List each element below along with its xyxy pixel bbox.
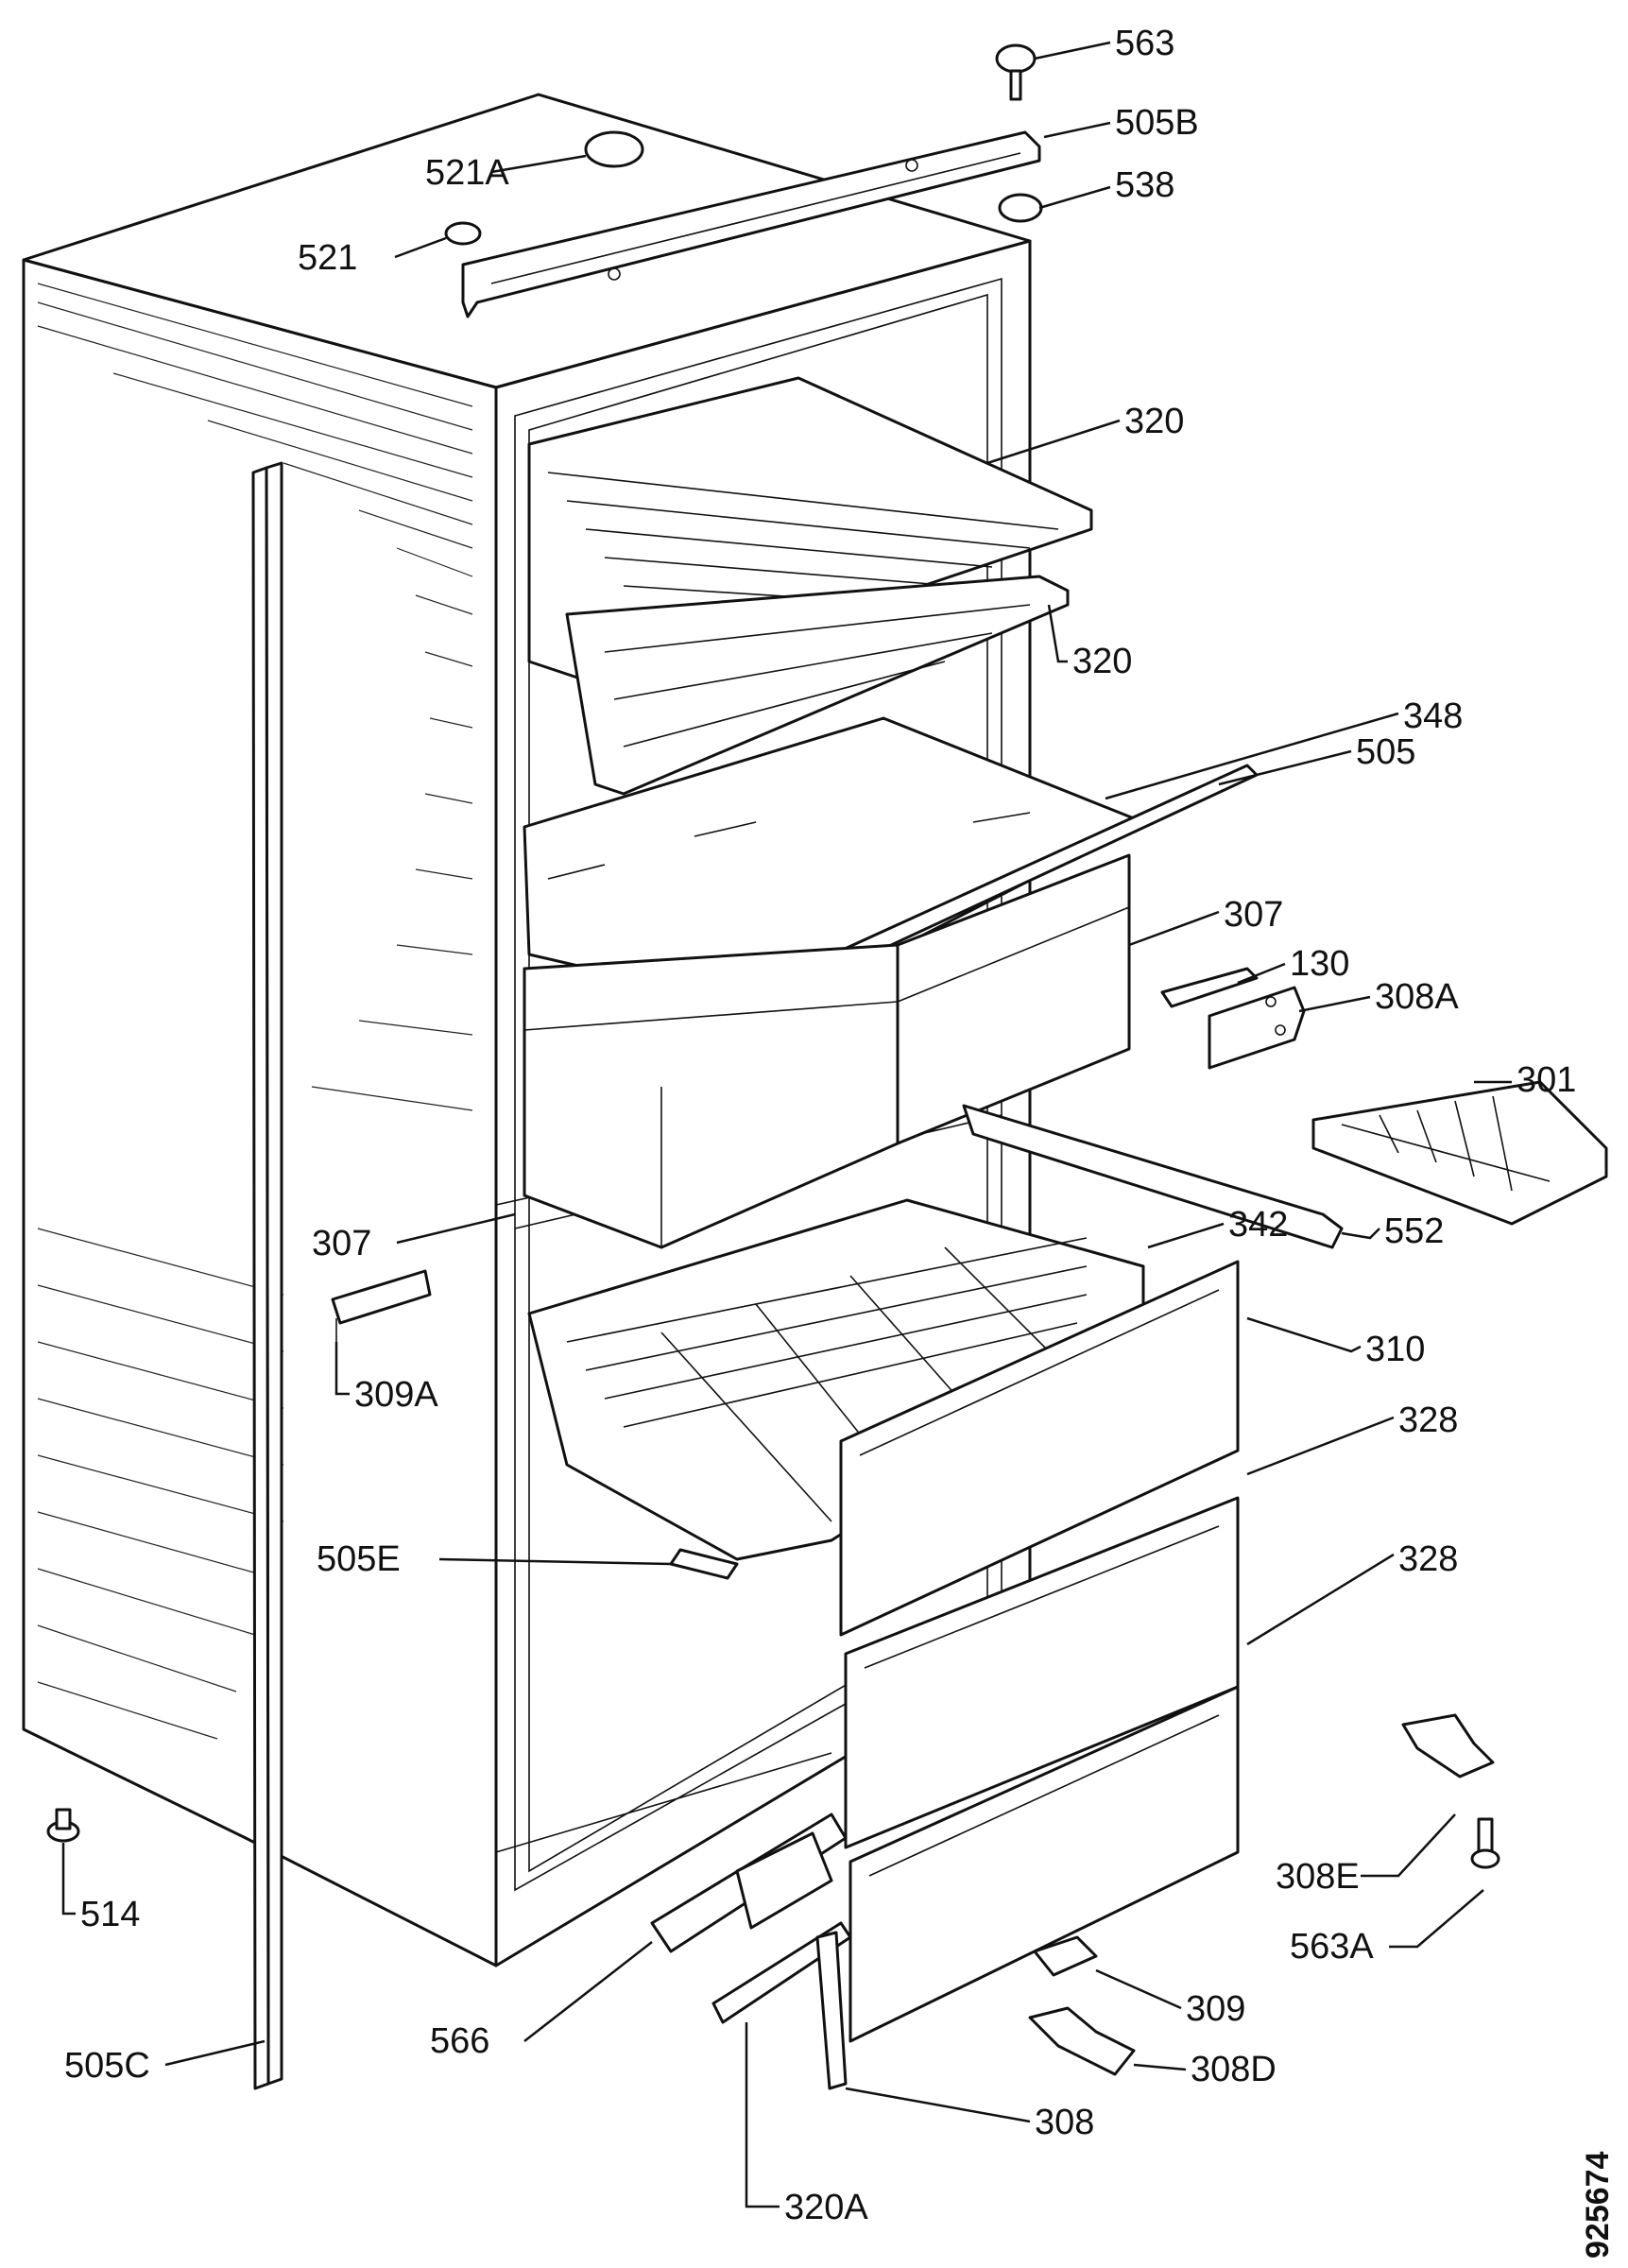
side-shading bbox=[37, 283, 473, 1740]
label-563: 563 bbox=[1115, 24, 1174, 63]
label-307-left: 307 bbox=[312, 1224, 371, 1263]
label-505: 505 bbox=[1356, 732, 1415, 772]
label-521A: 521A bbox=[425, 153, 509, 193]
bracket-308E bbox=[1401, 1713, 1495, 1778]
pivot-538 bbox=[998, 193, 1043, 223]
label-308: 308 bbox=[1035, 2103, 1094, 2142]
label-342: 342 bbox=[1228, 1205, 1288, 1245]
bracket-308A bbox=[1208, 986, 1306, 1070]
label-310: 310 bbox=[1365, 1330, 1425, 1369]
label-505B: 505B bbox=[1115, 103, 1199, 143]
drawer-307-right bbox=[896, 853, 1131, 1145]
cap-521 bbox=[444, 221, 482, 246]
label-308E: 308E bbox=[1276, 1857, 1360, 1897]
label-563A: 563A bbox=[1290, 1927, 1374, 1967]
label-514: 514 bbox=[80, 1895, 140, 1934]
screw-563A bbox=[1470, 1817, 1500, 1869]
label-505C: 505C bbox=[64, 2046, 150, 2086]
label-308A: 308A bbox=[1375, 977, 1459, 1017]
flap-310 bbox=[839, 1260, 1240, 1637]
part-130 bbox=[1160, 967, 1259, 1008]
glass-shelf-348 bbox=[523, 716, 1145, 1013]
label-301: 301 bbox=[1517, 1060, 1576, 1100]
top-hinge-bracket bbox=[461, 130, 1041, 318]
flap-328-lower bbox=[848, 1685, 1240, 2043]
screw-563 bbox=[995, 43, 1037, 101]
label-328-upper: 328 bbox=[1398, 1400, 1458, 1440]
block-309 bbox=[1033, 1935, 1098, 1977]
door-seal-strip bbox=[251, 461, 283, 2090]
label-308D: 308D bbox=[1191, 2050, 1277, 2089]
bracket-308D bbox=[1028, 2006, 1136, 2076]
foot-514 bbox=[46, 1808, 80, 1843]
part-labels: 563 505B 521A 538 521 320 320 348 505 30… bbox=[64, 24, 1576, 2227]
wire-basket-342 bbox=[527, 1104, 1344, 1561]
ice-tray-301 bbox=[1311, 1080, 1608, 1226]
handle-566 bbox=[650, 1813, 848, 1953]
hinge-308 bbox=[815, 1931, 848, 2090]
label-130: 130 bbox=[1290, 944, 1349, 984]
reference-code: 925674 bbox=[1580, 2151, 1616, 2259]
leader-lines bbox=[61, 41, 1512, 2208]
label-566: 566 bbox=[430, 2021, 489, 2061]
stop-309A bbox=[331, 1269, 432, 1342]
label-307-right: 307 bbox=[1224, 895, 1283, 935]
label-320-second: 320 bbox=[1072, 642, 1132, 681]
label-328-lower: 328 bbox=[1398, 1539, 1458, 1579]
cap-521A bbox=[584, 130, 644, 168]
strip-320A bbox=[711, 1921, 852, 2024]
shelf-320-second bbox=[565, 575, 1070, 796]
label-552: 552 bbox=[1384, 1211, 1444, 1251]
label-309: 309 bbox=[1186, 1989, 1245, 2029]
label-320-top: 320 bbox=[1124, 402, 1184, 441]
label-320A: 320A bbox=[784, 2188, 868, 2227]
label-521: 521 bbox=[298, 238, 357, 278]
label-348: 348 bbox=[1403, 696, 1463, 736]
label-505E: 505E bbox=[317, 1539, 401, 1579]
label-309A: 309A bbox=[354, 1375, 438, 1415]
basket-rail-505E bbox=[669, 1548, 739, 1580]
label-538: 538 bbox=[1115, 165, 1174, 205]
drawer-307-left bbox=[523, 943, 900, 1249]
